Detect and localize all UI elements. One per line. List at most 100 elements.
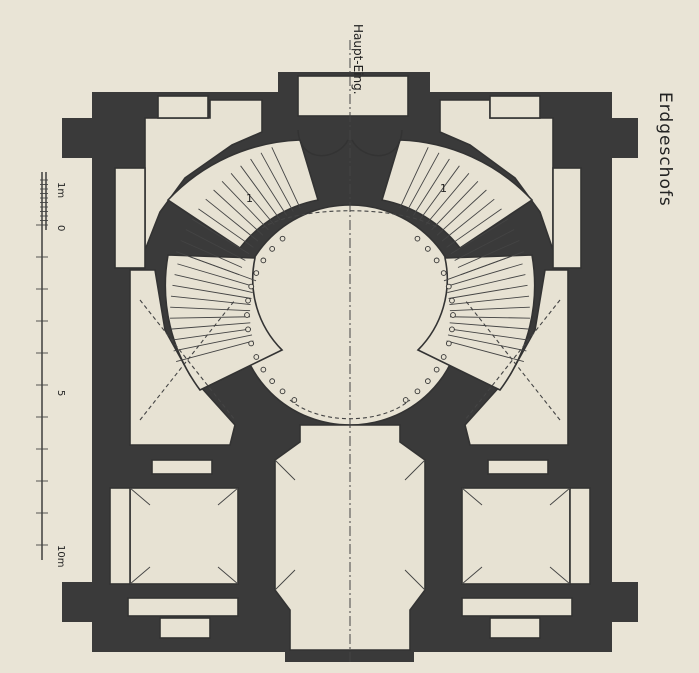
entrance-curve-left	[297, 129, 349, 157]
column	[260, 366, 267, 373]
column	[433, 257, 440, 264]
column	[445, 283, 452, 290]
dashed-lower-left	[139, 299, 236, 421]
stair-tread	[230, 172, 275, 225]
stair-tread	[449, 306, 530, 312]
stair-tread	[425, 172, 470, 225]
scale-ticks	[36, 179, 48, 546]
column	[269, 246, 276, 252]
column	[449, 297, 455, 304]
room-right-side	[552, 167, 582, 269]
stair-tread	[447, 334, 527, 352]
stair-tread	[170, 322, 251, 330]
column	[245, 326, 251, 333]
stair-tread	[213, 189, 264, 236]
room-lower-left-niche	[151, 459, 213, 475]
stair-tread	[443, 253, 520, 282]
column	[244, 312, 250, 318]
stair-tread	[446, 208, 502, 248]
stair-right-number: 1	[440, 182, 447, 195]
column	[269, 378, 276, 384]
stair-tread	[174, 274, 253, 293]
stair-tread	[457, 240, 520, 268]
window-bottom-right	[489, 617, 541, 639]
stair-tread	[441, 198, 495, 242]
stair-tread	[221, 181, 269, 231]
oval-colonnade	[244, 235, 456, 403]
stair-tread	[454, 229, 515, 261]
stair-tread	[449, 295, 530, 305]
room-upper-left	[144, 99, 263, 251]
column	[440, 354, 447, 360]
stair-tread	[260, 152, 294, 212]
stair-tread	[447, 274, 526, 293]
room-lower-right-outer	[569, 487, 591, 585]
scale-bar: 1m 0 5 10m	[36, 172, 66, 567]
column	[445, 340, 452, 347]
stair-tread	[271, 147, 301, 209]
stair-left-number: 1	[246, 192, 253, 205]
scale-label-end: 10m	[55, 545, 66, 567]
stair-tread	[185, 229, 246, 261]
room-lower-left-front	[127, 597, 239, 617]
diag-lower-left	[129, 487, 239, 585]
room-diagonals	[129, 459, 571, 591]
column	[279, 388, 286, 395]
stair-room-right	[464, 269, 569, 446]
window-bottom-left	[159, 617, 211, 639]
stair-tread	[406, 152, 440, 212]
window-top-right	[489, 95, 541, 119]
stair-tread	[171, 328, 252, 341]
stair-tread	[180, 253, 257, 282]
stair-tread	[170, 306, 251, 312]
dashed-vault-outline	[261, 210, 439, 229]
stair-tread	[198, 208, 254, 248]
entrance-lines	[139, 40, 561, 665]
column	[449, 326, 455, 333]
entrance-steps-area	[297, 75, 409, 117]
stair-tread	[399, 147, 429, 209]
scale-label-mid: 5	[55, 390, 66, 396]
dashed-vault-bottom	[289, 399, 411, 420]
stair-tread	[170, 295, 251, 305]
diag-lower-right	[461, 487, 571, 585]
column	[260, 257, 267, 264]
stair-right-treads	[399, 147, 530, 363]
entrance-label: Haupt-Eing.	[351, 24, 365, 95]
column	[414, 388, 421, 395]
column	[440, 270, 447, 276]
stair-tread	[180, 240, 243, 268]
stair-left-treads	[170, 147, 301, 363]
stair-tread	[450, 218, 509, 255]
column	[291, 397, 298, 403]
stair-tread	[419, 165, 460, 221]
plan-title: Erdgeschofs	[655, 92, 675, 207]
stair-tread	[431, 181, 479, 231]
stair-tread	[448, 284, 528, 299]
window-top-left	[157, 95, 209, 119]
stair-room-left	[129, 269, 236, 446]
room-lower-left	[129, 487, 239, 585]
stair-tread	[170, 316, 251, 319]
room-lower-right-front	[461, 597, 573, 617]
column	[424, 378, 431, 384]
stair-tread	[240, 165, 281, 221]
stair-tread	[449, 322, 530, 330]
stair-tread	[250, 158, 287, 216]
entrance-curve-right	[351, 129, 403, 157]
dashed-lower-right	[464, 299, 561, 421]
column	[450, 312, 456, 318]
room-lower-right	[461, 487, 571, 585]
stair-tread	[173, 334, 253, 352]
column	[248, 340, 255, 347]
stair-tread	[177, 263, 255, 288]
column	[424, 246, 431, 252]
room-left-side	[114, 167, 146, 269]
stair-tread	[413, 158, 450, 216]
column	[253, 354, 260, 360]
stair-tread	[436, 189, 487, 236]
stair-tread	[205, 198, 259, 242]
room-lower-right-niche	[487, 459, 549, 475]
